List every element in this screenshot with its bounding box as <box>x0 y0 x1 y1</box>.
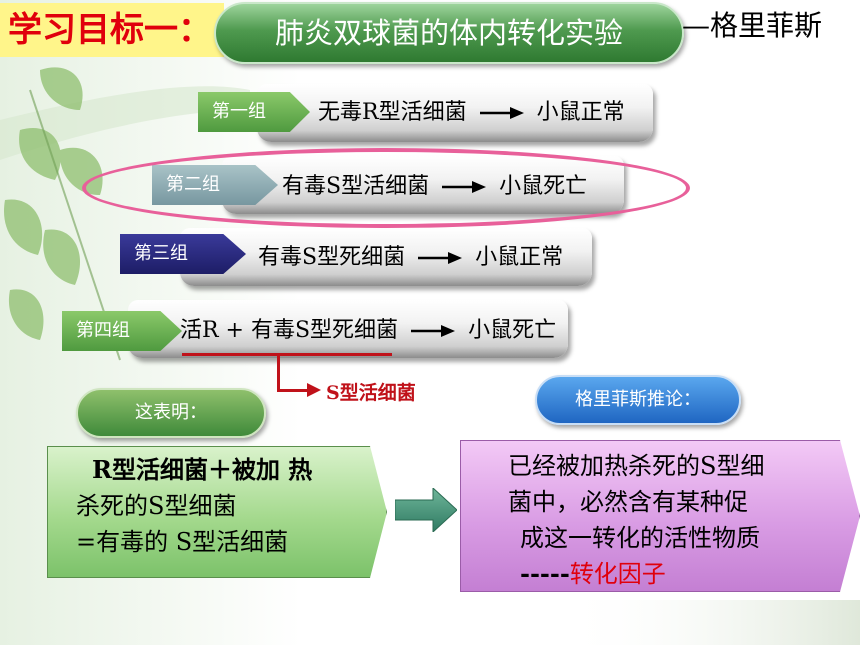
arrow-right-icon <box>307 383 321 397</box>
conclusion-left-line1: R型活细菌＋被加 热 <box>92 455 313 484</box>
group-3-text: 有毒S型死细菌 小鼠正常 <box>258 243 563 273</box>
group-3-tag: 第三组 <box>120 234 246 274</box>
group-3-bar <box>180 228 592 286</box>
arrow-icon <box>479 107 524 119</box>
highlight-ellipse <box>82 148 690 228</box>
conclusion-right-text: 已经被加热杀死的S型细 菌中，必然含有某种促 成这一转化的活性物质 -----转… <box>508 448 764 592</box>
bracket-vertical <box>277 354 280 392</box>
group-3-result: 小鼠正常 <box>475 245 564 270</box>
transforming-factor-label: 转化因子 <box>569 560 666 588</box>
conclusion-right-line4: -----转化因子 <box>508 556 764 592</box>
group-1-condition: 无毒R型活细菌 <box>318 100 467 125</box>
conclusion-right-line1: 已经被加热杀死的S型细 <box>508 452 765 480</box>
conclusion-left-line2: 杀死的S型细菌 <box>76 492 237 520</box>
conclusion-right-line3: 成这一转化的活性物质 <box>520 524 760 552</box>
annotation-label: S型活细菌 <box>326 382 416 404</box>
group-1-bar <box>257 84 653 142</box>
arrow-icon <box>411 325 456 337</box>
bracket-horizontal <box>277 389 309 392</box>
red-underline <box>182 353 392 356</box>
conclusion-right-box <box>460 440 860 592</box>
group-4-bar <box>128 300 568 358</box>
group-4-condition: 活R + 有毒S型死细菌 <box>180 318 399 343</box>
group-4-result: 小鼠死亡 <box>468 318 557 343</box>
title-topic: 肺炎双球菌的体内转化实验 <box>214 2 684 64</box>
title-author: —格里菲斯 <box>682 9 823 42</box>
group-1-result: 小鼠正常 <box>536 100 625 125</box>
conclusion-left-box <box>47 446 387 578</box>
conclusion-left-text: R型活细菌＋被加 热 杀死的S型细菌 =有毒的 S型活细菌 <box>76 452 312 560</box>
group-4-tag: 第四组 <box>62 311 182 351</box>
indicates-pill: 这表明： <box>76 388 266 438</box>
arrow-icon <box>418 252 463 264</box>
group-3-condition: 有毒S型死细菌 <box>258 245 406 270</box>
arrow-right-icon <box>395 488 457 532</box>
reasoning-pill: 格里菲斯推论： <box>535 375 741 425</box>
group-4-text: 活R + 有毒S型死细菌 小鼠死亡 <box>180 316 556 346</box>
title-label: 学习目标一： <box>0 3 224 57</box>
group-1-tag: 第一组 <box>198 92 310 132</box>
conclusion-right-dashes: ----- <box>520 559 570 588</box>
conclusion-right-line2: 菌中，必然含有某种促 <box>508 488 748 516</box>
group-1-text: 无毒R型活细菌 小鼠正常 <box>318 98 625 128</box>
conclusion-left-line3: =有毒的 S型活细菌 <box>76 528 289 556</box>
